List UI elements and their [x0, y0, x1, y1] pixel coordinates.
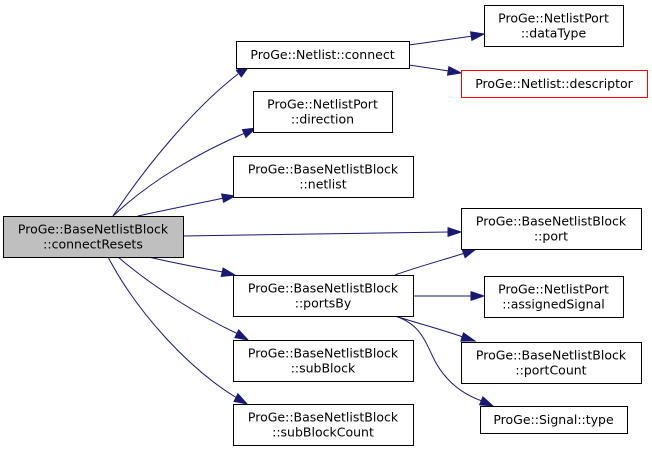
arrowhead-icon [461, 248, 478, 259]
arrowhead-icon [447, 227, 463, 237]
arrowhead-icon [446, 65, 463, 76]
node-label-line: ::subBlock [291, 361, 356, 376]
node-label-line: ProGe::NetlistPort [498, 11, 609, 26]
arrowhead-icon [470, 31, 486, 42]
node-dataType[interactable]: ProGe::NetlistPort::dataType [484, 5, 624, 47]
node-label-line: ::port [534, 229, 568, 244]
edge-connectResets-to-netlist [137, 193, 237, 217]
edge-connect-to-descriptor [408, 64, 463, 76]
edge-connect-to-dataType [408, 31, 486, 46]
node-label-line: ProGe::Netlist::connect [250, 47, 394, 62]
arrowhead-icon [233, 392, 249, 405]
node-label-line: ::dataType [521, 26, 587, 41]
node-label-line: ProGe::Netlist::descriptor [475, 76, 633, 91]
edge-portsBy-to-port [394, 248, 478, 276]
edge-line [408, 35, 474, 46]
node-type[interactable]: ProGe::Signal::type [480, 406, 628, 434]
node-label-line: ProGe::BaseNetlistBlock [248, 281, 399, 296]
node-box [484, 276, 624, 318]
node-subBlockCount[interactable]: ProGe::BaseNetlistBlock::subBlockCount [233, 404, 414, 446]
edge-connectResets-to-subBlock [117, 256, 250, 341]
node-box [233, 404, 414, 446]
node-label-line: ProGe::BaseNetlistBlock [248, 162, 399, 177]
node-portCount[interactable]: ProGe::BaseNetlistBlock::portCount [461, 342, 642, 384]
node-label-line: ProGe::BaseNetlistBlock [248, 346, 399, 361]
edge-line [112, 73, 239, 217]
edges-layer [107, 31, 495, 407]
node-box [253, 91, 393, 133]
node-label-line: ::direction [291, 112, 354, 127]
node-box [3, 216, 184, 258]
arrowhead-icon [241, 127, 258, 139]
node-portsBy[interactable]: ProGe::BaseNetlistBlock::portsBy [233, 275, 414, 317]
arrowhead-icon [478, 396, 495, 407]
edge-connectResets-to-port [182, 227, 463, 237]
node-box [484, 5, 624, 47]
edge-line [408, 64, 450, 72]
edge-line [394, 315, 483, 402]
arrowhead-icon [234, 329, 250, 341]
node-assignedSignal[interactable]: ProGe::NetlistPort::assignedSignal [484, 276, 624, 318]
node-port[interactable]: ProGe::BaseNetlistBlock::port [461, 208, 642, 250]
edge-line [107, 256, 238, 399]
edge-line [394, 252, 466, 276]
node-label-line: ::portCount [515, 363, 586, 378]
edge-connectResets-to-direction [112, 127, 258, 217]
node-label-line: ::portsBy [295, 296, 352, 311]
node-label-line: ::netlist [299, 177, 346, 192]
node-label-line: ::connectResets [43, 237, 143, 252]
node-box [480, 406, 628, 434]
node-box [461, 342, 642, 384]
arrowhead-icon [220, 193, 237, 204]
edge-line [137, 197, 225, 217]
edge-connectResets-to-connect [112, 65, 251, 217]
node-label-line: ProGe::Signal::type [493, 412, 614, 427]
arrowhead-icon [460, 332, 477, 342]
node-connect[interactable]: ProGe::Netlist::connect [236, 41, 410, 69]
node-box [461, 70, 648, 98]
edge-connectResets-to-subBlockCount [107, 256, 249, 405]
node-label-line: ::subBlockCount [272, 425, 374, 440]
node-box [233, 275, 414, 317]
node-subBlock[interactable]: ProGe::BaseNetlistBlock::subBlock [233, 340, 414, 382]
nodes-layer: ProGe::BaseNetlistBlock::connectResetsPr… [3, 5, 648, 446]
node-label-line: ProGe::BaseNetlistBlock [248, 410, 399, 425]
edge-line [394, 315, 464, 338]
node-box [461, 208, 642, 250]
node-netlist[interactable]: ProGe::BaseNetlistBlock::netlist [233, 156, 414, 198]
node-box [233, 156, 414, 198]
node-box [236, 41, 410, 69]
node-direction[interactable]: ProGe::NetlistPort::direction [253, 91, 393, 133]
edge-line [147, 256, 224, 273]
edge-portsBy-to-type [394, 315, 495, 407]
edge-connectResets-to-portsBy [147, 256, 237, 277]
node-label-line: ProGe::BaseNetlistBlock [18, 222, 169, 237]
arrowhead-icon [470, 291, 486, 301]
node-label-line: ProGe::BaseNetlistBlock [476, 214, 627, 229]
node-box [233, 340, 414, 382]
node-label-line: ::assignedSignal [502, 297, 604, 312]
arrowhead-icon [220, 267, 237, 277]
edge-line [117, 256, 239, 335]
node-label-line: ProGe::NetlistPort [498, 282, 609, 297]
edge-portsBy-to-portCount [394, 315, 477, 342]
node-label-line: ProGe::BaseNetlistBlock [476, 348, 627, 363]
edge-line [112, 132, 246, 217]
node-label-line: ProGe::NetlistPort [267, 97, 378, 112]
edge-line [182, 231, 450, 237]
edge-portsBy-to-assignedSignal [413, 291, 486, 301]
node-connectResets[interactable]: ProGe::BaseNetlistBlock::connectResets [3, 216, 184, 258]
node-descriptor[interactable]: ProGe::Netlist::descriptor [461, 70, 648, 98]
